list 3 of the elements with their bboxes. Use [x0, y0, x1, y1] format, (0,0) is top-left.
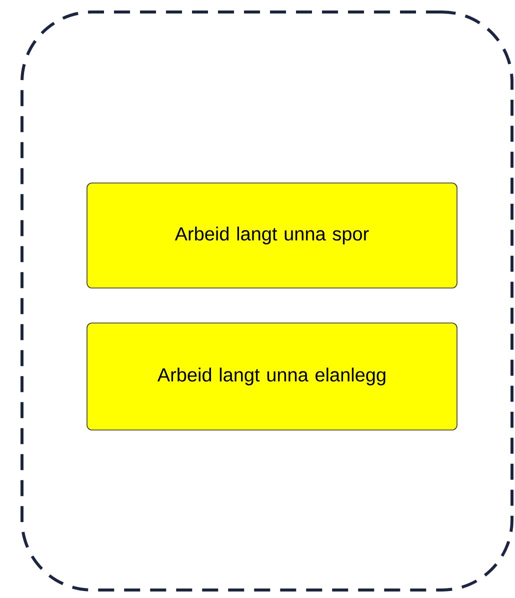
label-box: Arbeid langt unna elanlegg [86, 322, 458, 430]
label-box: Arbeid langt unna spor [86, 182, 458, 288]
dashed-boundary [20, 10, 514, 592]
